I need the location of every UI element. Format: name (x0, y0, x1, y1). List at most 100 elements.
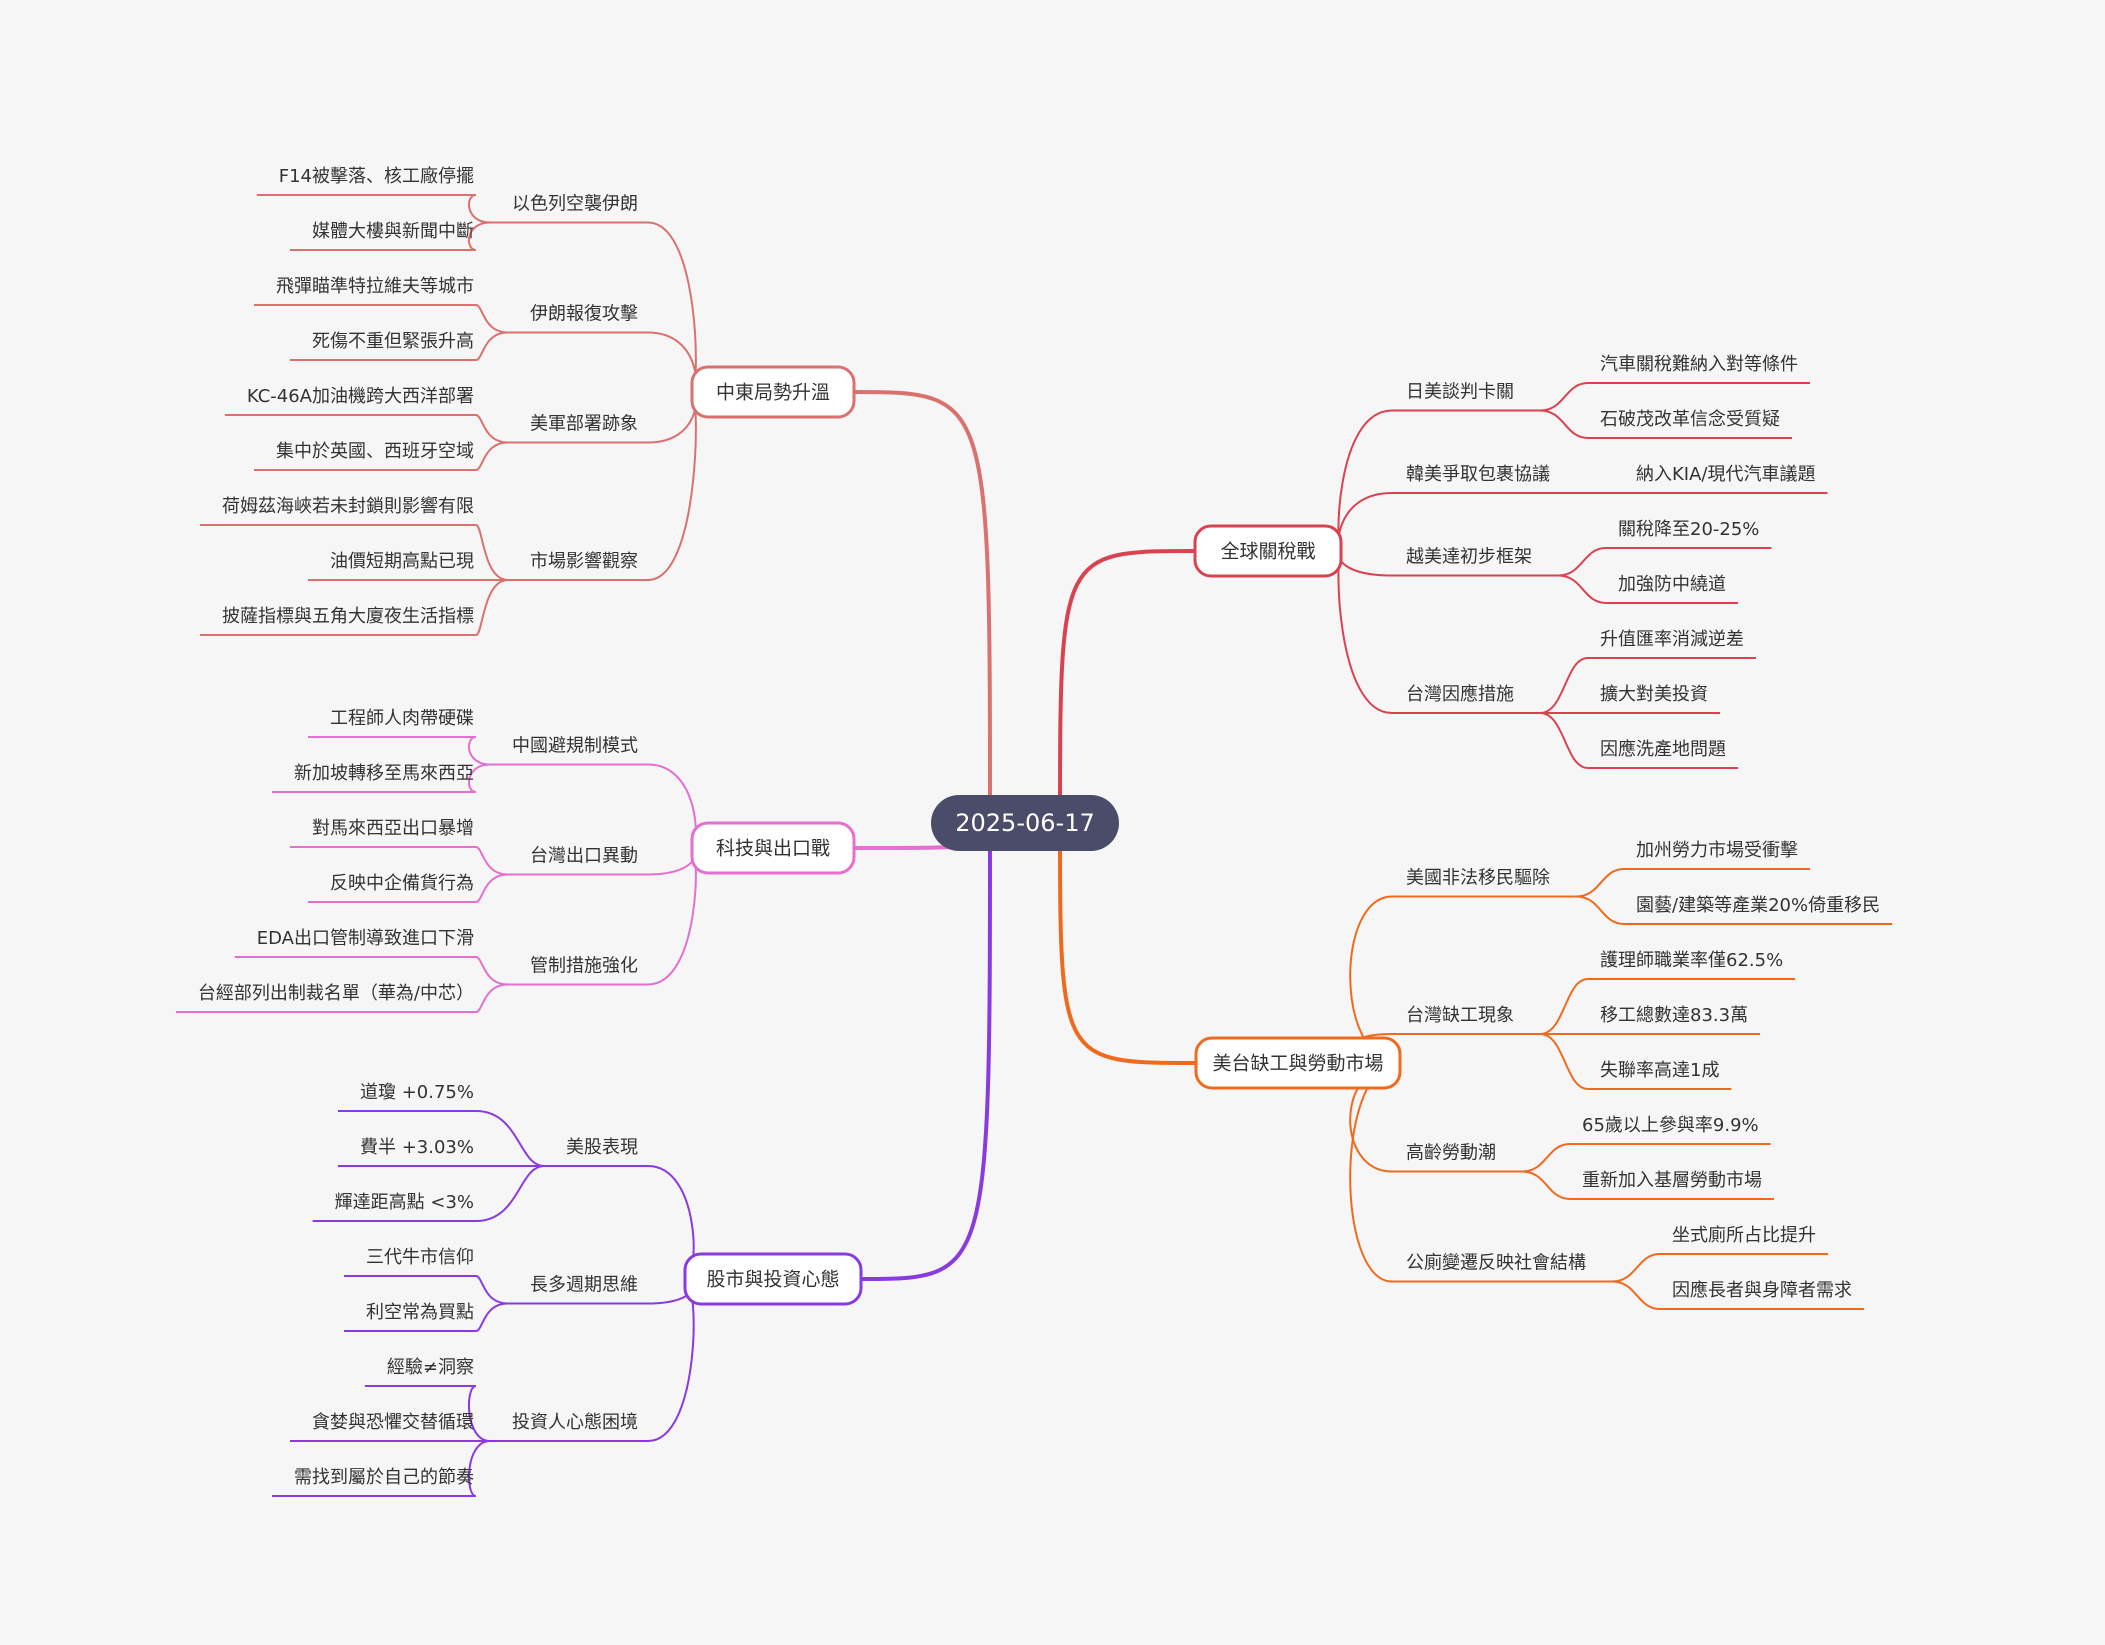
topic-node[interactable]: 中國避規制模式 (512, 736, 638, 757)
leaf-connector (475, 983, 509, 1013)
leaf-node[interactable]: 媒體大樓與新聞中斷 (312, 221, 474, 242)
topic-label: 以色列空襲伊朗 (512, 194, 638, 215)
branch-node-label: 科技與出口戰 (716, 838, 830, 860)
topic-node[interactable]: 美國非法移民驅除 (1406, 868, 1550, 889)
branch-connector (853, 390, 992, 824)
leaf-node[interactable]: KC-46A加油機跨大西洋部署 (247, 386, 474, 407)
leaf-node[interactable]: 工程師人肉帶硬碟 (330, 708, 474, 729)
leaf-node[interactable]: 園藝/建築等產業20%倚重移民 (1636, 895, 1880, 916)
leaf-node[interactable]: 石破茂改革信念受質疑 (1600, 408, 1780, 430)
leaf-node[interactable]: 荷姆茲海峽若未封鎖則影響有限 (222, 496, 474, 517)
leaf-label: 工程師人肉帶硬碟 (330, 708, 474, 729)
branch-node-label: 美台缺工與勞動市場 (1212, 1053, 1383, 1075)
connector-layer (175, 194, 1893, 1497)
topic-node[interactable]: 越美達初步框架 (1406, 547, 1532, 568)
leaf-label: 道瓊 +0.75% (360, 1082, 474, 1103)
leaf-label: 升值匯率消減逆差 (1600, 629, 1744, 650)
mid-connector (647, 331, 697, 393)
leaf-connector (468, 736, 491, 766)
branch-node-label: 股市與投資心態 (706, 1269, 839, 1291)
mid-connector (647, 847, 697, 986)
leaf-node[interactable]: 三代牛市信仰 (366, 1247, 474, 1268)
leaf-connector (475, 331, 509, 361)
topic-node[interactable]: 市場影響觀察 (530, 551, 638, 572)
leaf-node[interactable]: 加州勞力市場受衝擊 (1636, 840, 1798, 861)
leaf-label: 關稅降至20-25% (1618, 519, 1759, 540)
topic-node[interactable]: 台灣因應措施 (1406, 683, 1514, 705)
leaf-node[interactable]: 移工總數達83.3萬 (1600, 1005, 1748, 1026)
branch-node-middle-east[interactable]: 中東局勢升溫 (690, 365, 856, 419)
leaf-node[interactable]: 台經部列出制裁名單（華為/中芯） (198, 983, 474, 1004)
leaf-node[interactable]: 飛彈瞄準特拉維夫等城市 (276, 276, 474, 297)
topic-node[interactable]: 台灣缺工現象 (1406, 1005, 1514, 1026)
leaf-node[interactable]: 輝達距高點 <3% (335, 1192, 474, 1213)
leaf-node[interactable]: 納入KIA/現代汽車議題 (1636, 464, 1816, 485)
leaf-node[interactable]: 道瓊 +0.75% (360, 1082, 474, 1103)
topic-label: 長多週期思維 (530, 1275, 638, 1296)
leaf-label: 輝達距高點 <3% (335, 1192, 474, 1213)
topic-node[interactable]: 伊朗報復攻擊 (530, 304, 638, 325)
leaf-node[interactable]: 新加坡轉移至馬來西亞 (294, 763, 474, 784)
topic-node[interactable]: 台灣出口異動 (530, 846, 638, 867)
leaf-label: 失聯率高達1成 (1600, 1060, 1719, 1081)
leaf-node[interactable]: 披薩指標與五角大廈夜生活指標 (222, 606, 474, 627)
leaf-node[interactable]: 利空常為買點 (366, 1302, 474, 1323)
topic-node[interactable]: 高齡勞動潮 (1406, 1143, 1496, 1164)
leaf-node[interactable]: 關稅降至20-25% (1618, 519, 1759, 540)
leaf-node[interactable]: 重新加入基層勞動市場 (1582, 1170, 1762, 1191)
topic-node[interactable]: 韓美爭取包裹協議 (1406, 464, 1550, 485)
leaf-node[interactable]: 死傷不重但緊張升高 (312, 331, 474, 352)
leaf-node[interactable]: 擴大對美投資 (1600, 684, 1708, 705)
leaf-node[interactable]: 費半 +3.03% (360, 1137, 474, 1158)
topic-node[interactable]: 長多週期思維 (530, 1275, 638, 1296)
leaf-connector (468, 194, 491, 224)
leaf-node[interactable]: 護理師職業率僅62.5% (1600, 950, 1783, 971)
leaf-node[interactable]: 油價短期高點已現 (330, 551, 474, 572)
topic-label: 美國非法移民驅除 (1406, 868, 1550, 889)
leaf-node[interactable]: 因應洗產地問題 (1600, 738, 1726, 760)
topic-node[interactable]: 投資人心態困境 (512, 1412, 638, 1433)
leaf-node[interactable]: 加強防中繞道 (1618, 574, 1726, 595)
leaf-node[interactable]: 經驗≠洞察 (387, 1357, 474, 1378)
branch-node-labor[interactable]: 美台缺工與勞動市場 (1194, 1036, 1402, 1090)
leaf-connector (1539, 712, 1589, 769)
topic-label: 市場影響觀察 (530, 551, 638, 572)
leaf-node[interactable]: 因應長者與身障者需求 (1672, 1279, 1852, 1301)
leaf-node[interactable]: 反映中企備貨行為 (330, 873, 474, 894)
topic-node[interactable]: 美股表現 (566, 1137, 638, 1158)
topic-node[interactable]: 管制措施強化 (530, 956, 638, 977)
leaf-label: 披薩指標與五角大廈夜生活指標 (222, 606, 474, 627)
branch-node-shape (690, 365, 856, 419)
topic-label: 台灣因應措施 (1406, 683, 1514, 705)
leaf-node[interactable]: 升值匯率消減逆差 (1600, 629, 1744, 650)
leaf-node[interactable]: 汽車關稅難納入對等條件 (1600, 354, 1798, 375)
leaf-connector (475, 1110, 545, 1167)
topic-node[interactable]: 公廁變遷反映社會結構 (1406, 1252, 1586, 1274)
leaf-label: 園藝/建築等產業20%倚重移民 (1636, 895, 1880, 916)
branch-node-stock-market[interactable]: 股市與投資心態 (683, 1252, 863, 1306)
leaf-connector (467, 1385, 491, 1442)
branch-node-label: 中東局勢升溫 (716, 382, 830, 404)
leaf-label: 費半 +3.03% (360, 1137, 474, 1158)
leaf-connector (475, 1165, 545, 1222)
leaf-node[interactable]: F14被擊落、核工廠停擺 (279, 165, 474, 187)
leaf-label: 坐式廁所占比提升 (1672, 1224, 1816, 1246)
branch-node-tariff[interactable]: 全球關稅戰 (1193, 524, 1343, 578)
leaf-node[interactable]: 貪婪與恐懼交替循環 (312, 1411, 474, 1433)
topic-node[interactable]: 日美談判卡關 (1406, 382, 1514, 403)
leaf-node[interactable]: 65歲以上參與率9.9% (1582, 1115, 1759, 1136)
leaf-node[interactable]: 對馬來西亞出口暴增 (312, 818, 474, 839)
leaf-connector (1611, 1253, 1661, 1283)
leaf-node[interactable]: 集中於英國、西班牙空域 (276, 441, 474, 462)
leaf-node[interactable]: 需找到屬於自己的節奏 (294, 1467, 474, 1488)
leaf-node[interactable]: EDA出口管制導致進口下滑 (257, 928, 474, 949)
branch-node-tech-export[interactable]: 科技與出口戰 (690, 821, 856, 875)
leaf-connector (1575, 895, 1625, 925)
topic-label: 投資人心態困境 (512, 1412, 638, 1433)
leaf-node[interactable]: 坐式廁所占比提升 (1672, 1224, 1816, 1246)
leaf-node[interactable]: 失聯率高達1成 (1600, 1060, 1719, 1081)
branch-node-shape (1194, 1036, 1402, 1090)
topic-node[interactable]: 美軍部署跡象 (530, 414, 638, 435)
topic-node[interactable]: 以色列空襲伊朗 (512, 194, 638, 215)
root-node[interactable]: 2025-06-17 (931, 795, 1119, 851)
